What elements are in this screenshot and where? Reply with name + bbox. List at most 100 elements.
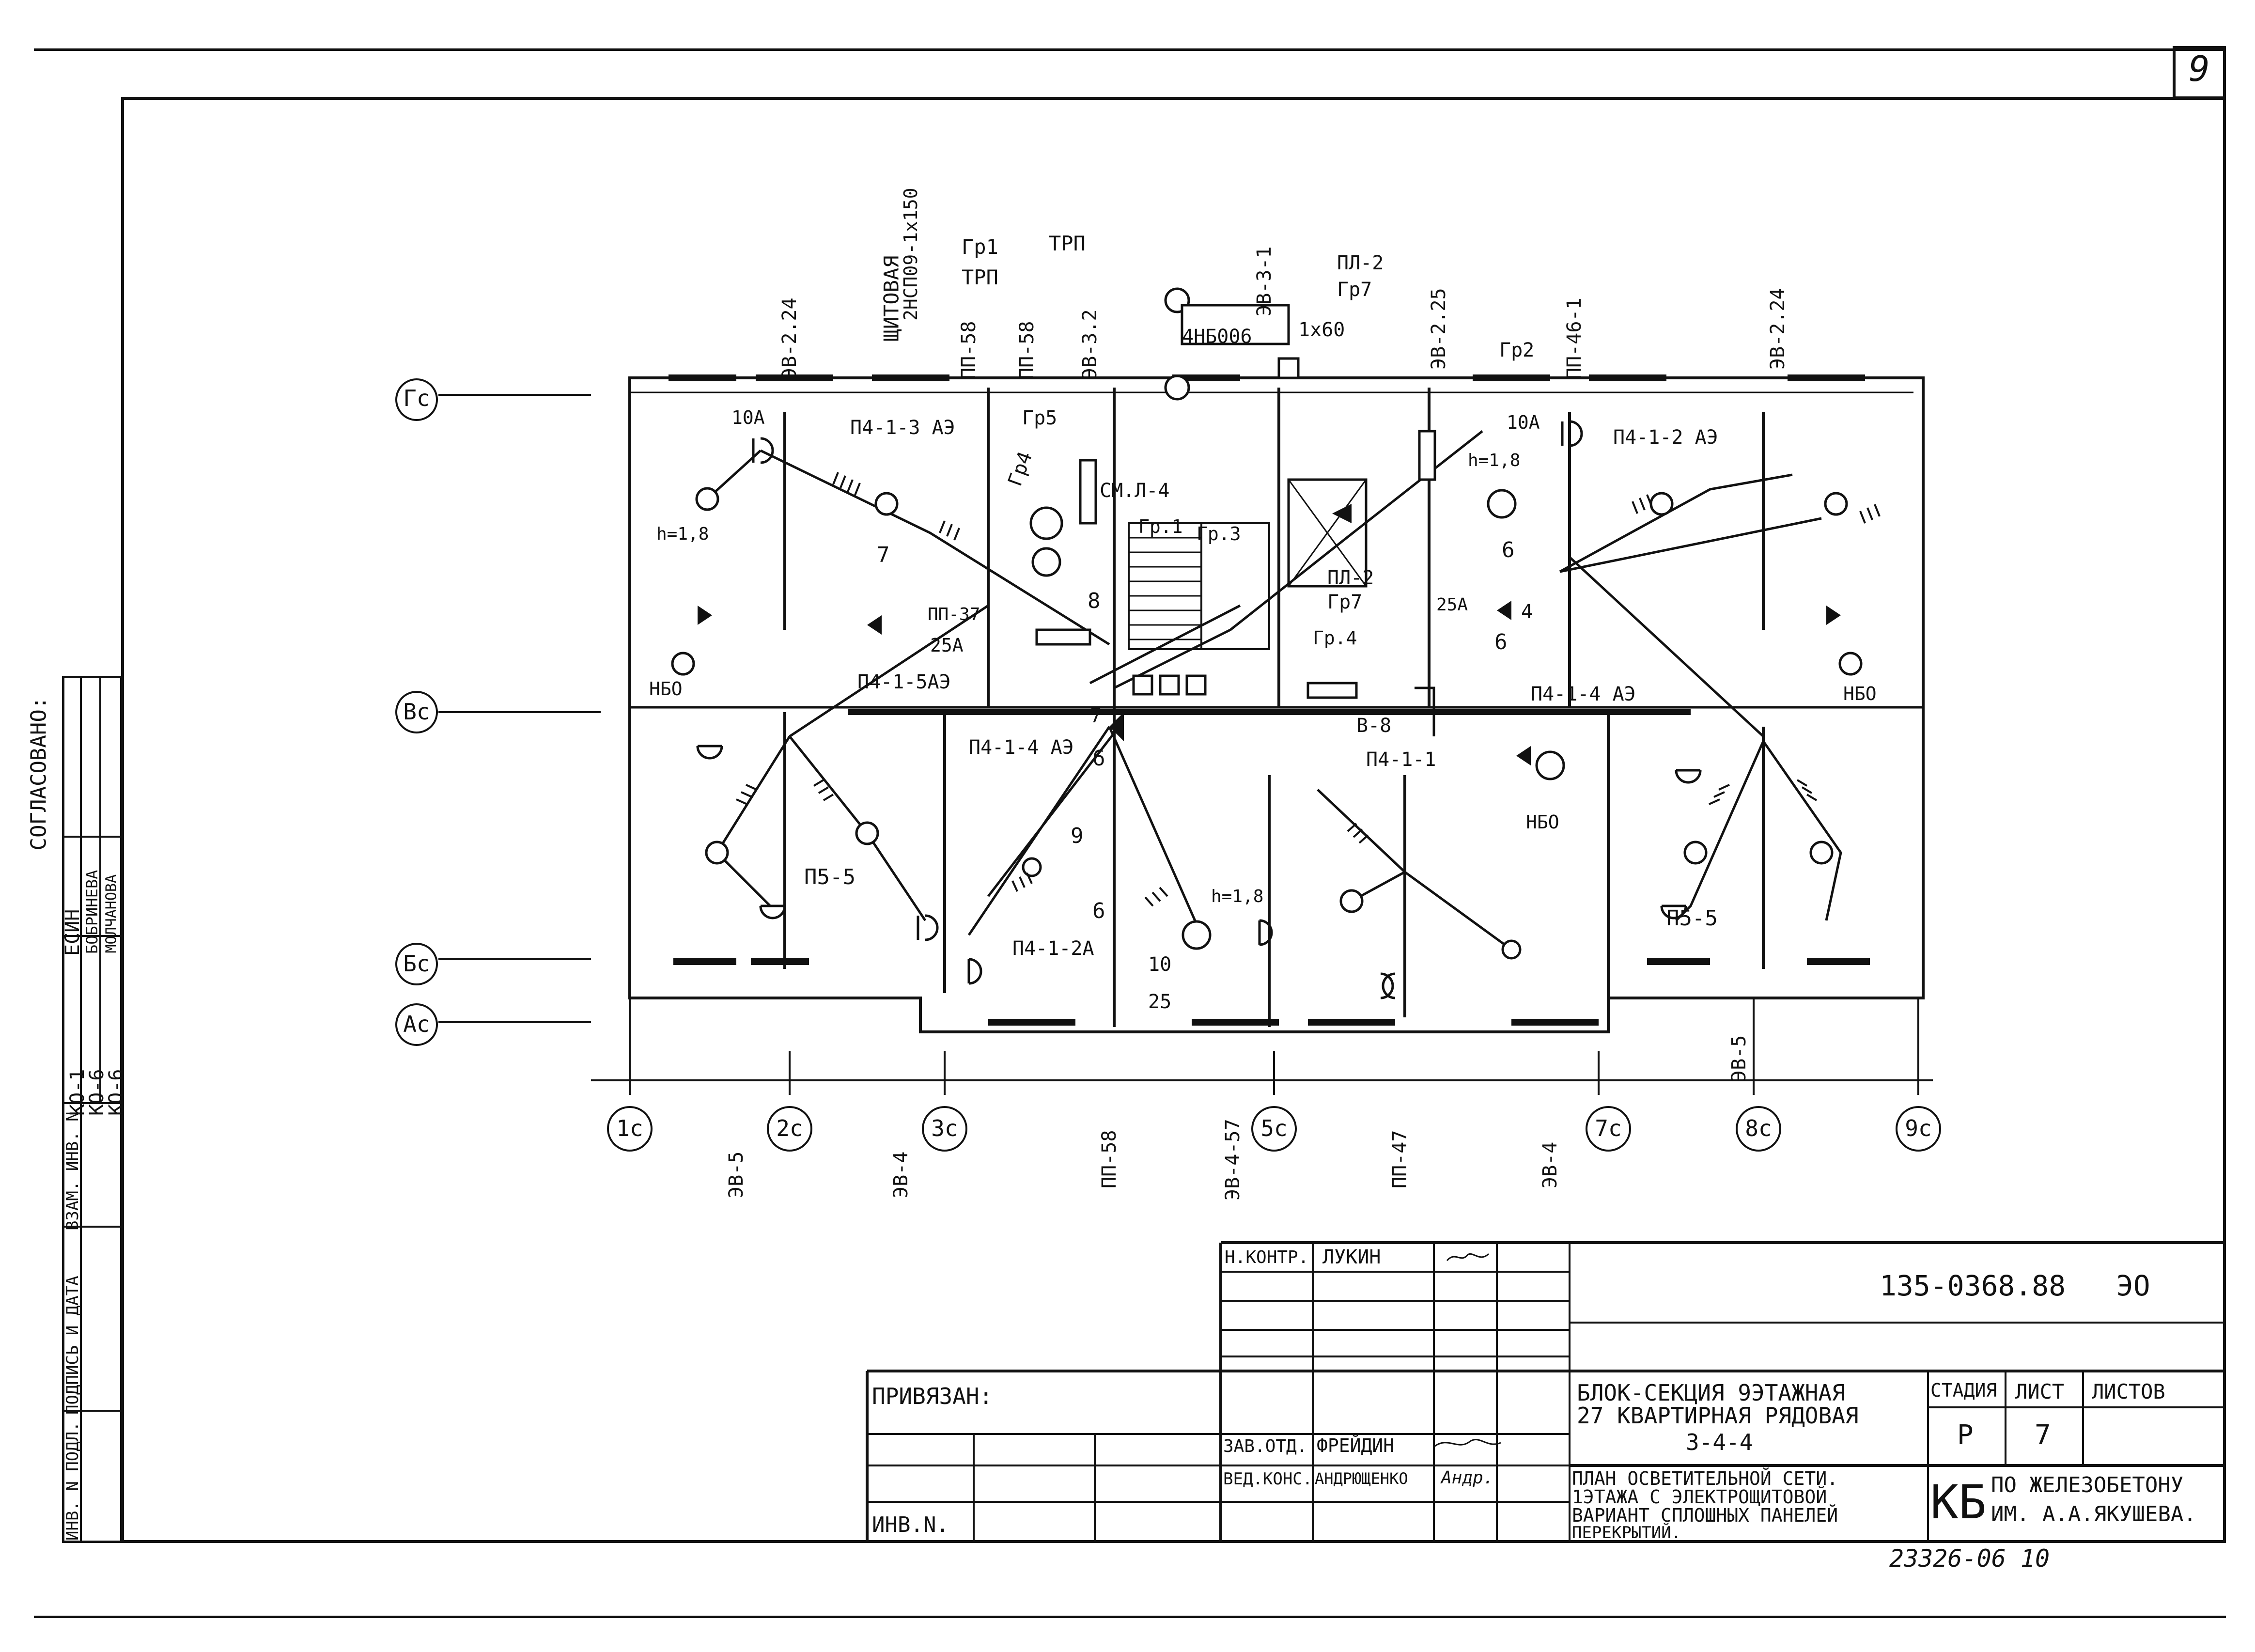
- side-stamp: [62, 676, 123, 1543]
- axis-row-as: Ас: [403, 1011, 430, 1037]
- label-pp37: ПП-37: [928, 605, 980, 624]
- title-ved-konstr-label: ВЕД.КОНС.: [1223, 1469, 1313, 1489]
- list-label: ЛИСТ: [2015, 1380, 2065, 1403]
- side-stamp-col-line1: [80, 676, 82, 1543]
- label-gr-3: Гр.3: [1197, 523, 1241, 545]
- stage-label: СТАДИЯ: [1930, 1380, 1997, 1401]
- side-stamp-row-line2: [62, 935, 123, 937]
- stage-value: Р: [1957, 1419, 1974, 1451]
- side-stamp-row-line1: [62, 836, 123, 838]
- label-n6-mid: 6: [1092, 746, 1105, 771]
- label-gr5: Гр5: [1022, 407, 1058, 429]
- side-stamp-col-line2: [99, 676, 101, 1102]
- org-line-1: ПО ЖЕЛЕЗОБЕТОНУ: [1991, 1473, 2184, 1497]
- title-n-kontr-name: ЛУКИН: [1322, 1246, 1381, 1268]
- label-n4: 4: [1521, 601, 1533, 623]
- axis-col-3c: 3с: [931, 1115, 958, 1141]
- sheet-title-line-1: ПЛАН ОСВЕТИТЕЛЬНОЙ СЕТИ.: [1572, 1468, 1838, 1489]
- room-panel-6: П4-1-1: [1366, 748, 1436, 771]
- room-panel-5: П4-1-4 АЭ: [969, 736, 1074, 759]
- title-inv-n: ИНВ.N.: [872, 1512, 949, 1537]
- side-stamp-row-line4: [62, 1226, 123, 1228]
- org-short: КБ: [1930, 1475, 1987, 1529]
- label-pl2-top: ПЛ-2: [1337, 252, 1384, 274]
- archive-number: 23326-06 10: [1889, 1544, 2050, 1573]
- label-cabinet: 4НБ006: [1182, 326, 1252, 348]
- label-n10: 10: [1148, 953, 1172, 976]
- org-line-2: ИМ. А.А.ЯКУШЕВА.: [1991, 1502, 2196, 1527]
- label-n9: 9: [1071, 824, 1084, 848]
- axis-col-7c: 7с: [1595, 1115, 1622, 1141]
- label-1x60: 1х60: [1298, 319, 1345, 341]
- label-gr-4: Гр.4: [1313, 627, 1357, 649]
- room-panel-10: В-8: [1356, 715, 1392, 737]
- sheet-title-line-4: ПЕРЕКРЫТИЙ.: [1572, 1523, 1681, 1543]
- label-nbo-1: НБО: [649, 678, 683, 700]
- axis-row-bs: Бс: [403, 951, 430, 977]
- sheet-top-rule: [34, 48, 2226, 51]
- label-h18-right: h=1,8: [1468, 451, 1521, 470]
- axis-row-gs: Гс: [403, 385, 430, 411]
- title-zav-otd-label: ЗАВ.ОТД.: [1223, 1436, 1307, 1456]
- axis-col-8c: 8с: [1745, 1115, 1772, 1141]
- label-trp1: ТРП: [1049, 232, 1086, 255]
- room-panel-4: П4-1-4 АЭ: [1531, 683, 1636, 705]
- title-privyazan: ПРИВЯЗАН:: [872, 1383, 993, 1409]
- listov-label: ЛИСТОВ: [2092, 1380, 2165, 1403]
- room-panel-8: П5-5: [804, 865, 855, 889]
- object-line-1: БЛОК-СЕКЦИЯ 9ЭТАЖНАЯ: [1577, 1380, 1845, 1406]
- label-a25-right: 25А: [1436, 595, 1468, 615]
- room-panel-2: П4-1-2 АЭ: [1613, 426, 1718, 449]
- label-nbo-2: НБО: [1843, 683, 1877, 704]
- axis-col-2c: 2с: [776, 1115, 803, 1141]
- object-line-2: 27 КВАРТИРНАЯ РЯДОВАЯ: [1577, 1403, 1859, 1429]
- label-a25-left: 25А: [930, 635, 964, 656]
- label-n6-right2: 6: [1494, 630, 1508, 655]
- axis-col-9c: 9с: [1905, 1115, 1932, 1141]
- side-stamp-row-line3: [62, 1102, 123, 1104]
- room-panel-3: П4-1-5АЭ: [857, 671, 951, 693]
- title-n-kontr-label: Н.КОНТР.: [1225, 1247, 1309, 1267]
- label-n7-mid: 7: [1090, 705, 1102, 727]
- label-n8: 8: [1088, 589, 1101, 613]
- label-gr7-top: Гр7: [1337, 279, 1372, 301]
- signature-mark-1: [1446, 1253, 1490, 1262]
- sheet-title-line-2: 1ЭТАЖА С ЭЛЕКТРОЩИТОВОЙ: [1572, 1486, 1827, 1508]
- axis-col-5c: 5с: [1260, 1115, 1288, 1141]
- label-n6-right: 6: [1502, 538, 1515, 562]
- sheet-bottom-rule: [34, 1616, 2226, 1618]
- label-n7-left: 7: [877, 543, 890, 567]
- doc-code: 135-0368.88 ЭО: [1880, 1269, 2150, 1302]
- sheet-title-line-3: ВАРИАНТ СПЛОШНЫХ ПАНЕЛЕЙ: [1572, 1505, 1838, 1526]
- axis-row-vs: Вс: [403, 699, 430, 725]
- label-h18-mid: h=1,8: [1211, 887, 1264, 906]
- label-a10-left: 10А: [731, 407, 765, 428]
- label-trp2: ТРП: [962, 265, 998, 289]
- title-ved-konstr-name: АНДРЮЩЕНКО: [1315, 1469, 1408, 1488]
- label-n6-low: 6: [1092, 899, 1105, 923]
- label-nbo-3: НБО: [1526, 811, 1559, 833]
- signature-mark-2: [1434, 1438, 1501, 1447]
- title-zav-otd-name: ФРЕЙДИН: [1317, 1435, 1395, 1456]
- label-gr-1: Гр.1: [1138, 516, 1183, 537]
- axis-col-1c: 1с: [616, 1115, 643, 1141]
- drawing-frame: [121, 97, 2226, 1543]
- label-gr2: Гр2: [1499, 339, 1535, 361]
- room-panel-7: П4-1-2А: [1012, 937, 1094, 960]
- outer-wall: [628, 376, 1925, 1033]
- title-zav-otd-signature: [1434, 1434, 1502, 1453]
- side-stamp-row-line5: [62, 1410, 123, 1412]
- label-a10-right: 10А: [1507, 412, 1540, 433]
- label-n25-low: 25: [1148, 991, 1172, 1013]
- room-panel-1: П4-1-3 АЭ: [850, 417, 955, 439]
- label-sml4: СМ.Л-4: [1100, 480, 1170, 502]
- sheet-number: 9: [2189, 48, 2210, 89]
- list-value: 7: [2035, 1419, 2051, 1451]
- object-line-3: 3-4-4: [1686, 1429, 1753, 1455]
- title-n-kontr-signature: [1446, 1250, 1490, 1264]
- label-h18-left: h=1,8: [656, 524, 709, 544]
- label-pl2-mid: ПЛ-2: [1327, 567, 1374, 589]
- title-ved-konstr-signature: Андр.: [1441, 1468, 1494, 1488]
